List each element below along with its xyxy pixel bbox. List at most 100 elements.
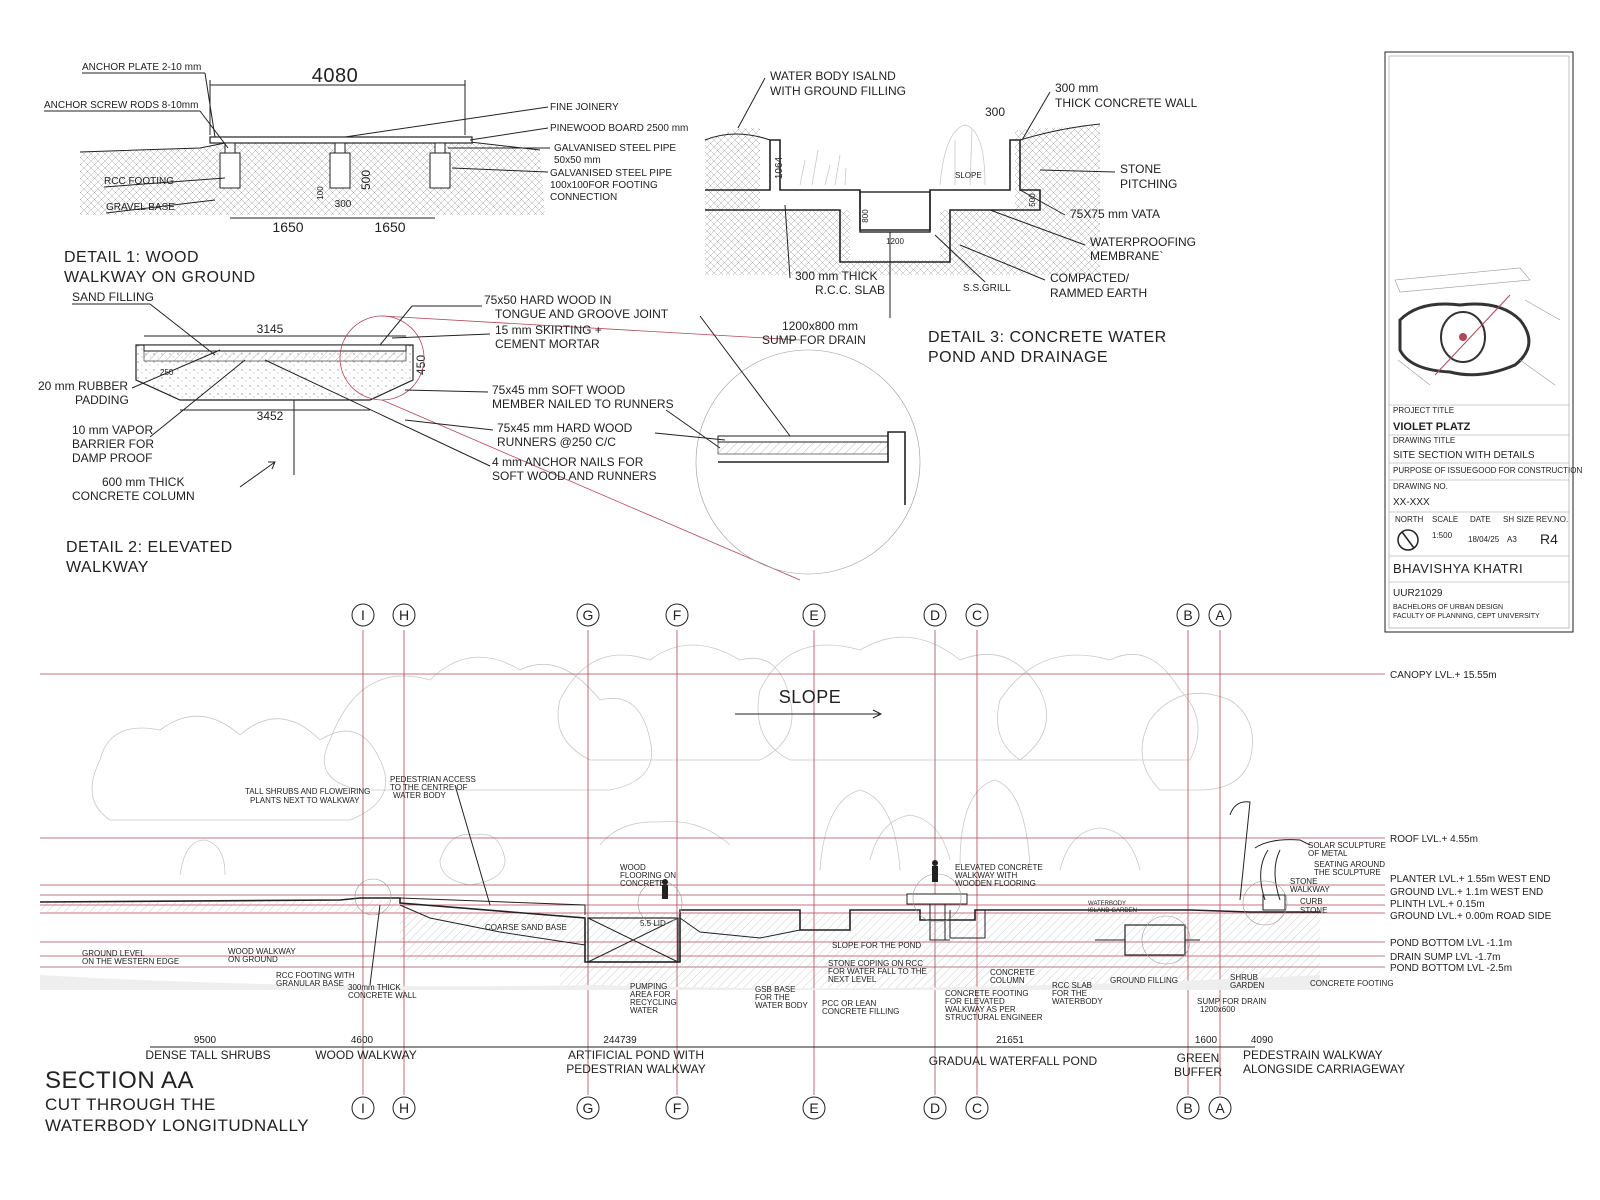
level-ground-road: GROUND LVL.+ 0.00m ROAD SIDE	[1390, 911, 1552, 922]
d3-label-island-a: WATER BODY ISALND	[770, 69, 896, 83]
tb-course: BACHELORS OF URBAN DESIGN	[1393, 604, 1503, 611]
d3-label-membrane-a: WATERPROOFING	[1090, 235, 1196, 249]
note-ground-west-a: GROUND LEVEL	[82, 949, 145, 958]
note-rcc-slab-b: FOR THE	[1052, 989, 1087, 998]
section-title-2: CUT THROUGH THE	[45, 1095, 216, 1114]
grid-bubbles-bottom: I H G F E D C B A	[351, 1096, 1232, 1120]
note-seating-a: SEATING AROUND	[1314, 860, 1385, 869]
note-concrete-wall-a: 300mm THICK	[348, 983, 401, 992]
d1-dim-span1: 1650	[272, 219, 303, 235]
zone-green-buffer-b: BUFFER	[1174, 1065, 1222, 1079]
grid-bottom-d: D	[930, 1100, 940, 1116]
note-ground-filling: GROUND FILLING	[1110, 976, 1178, 985]
d2-label-rubber-a: 20 mm RUBBER	[38, 379, 128, 393]
person-figure-1	[662, 879, 668, 899]
d3-label-slab-b: R.C.C. SLAB	[815, 283, 885, 297]
dim-21651: 21651	[996, 1035, 1024, 1046]
d2-label-vapor-c: DAMP PROOF	[72, 451, 152, 465]
d3-label-stone-a: STONE	[1120, 162, 1161, 176]
d2-label-nails-a: 4 mm ANCHOR NAILS FOR	[492, 455, 644, 469]
d1-label-galv2-b: 100x100FOR FOOTING	[550, 180, 658, 191]
note-wood-walkway-b: ON GROUND	[228, 955, 278, 964]
d1-label-pinewood: PINEWOOD BOARD 2500 mm	[550, 123, 688, 134]
d3-dim-500: 500	[1028, 193, 1037, 207]
dim-4090: 4090	[1251, 1035, 1274, 1046]
d2-label-hardwood-a: 75x50 HARD WOOD IN	[484, 293, 611, 307]
note-ped-access-c: WATER BODY	[393, 791, 447, 800]
d2-label-softwood-b: MEMBER NAILED TO RUNNERS	[492, 397, 674, 411]
d3-label-slab-a: 300 mm THICK	[795, 269, 877, 283]
note-coarse-sand: COARSE SAND BASE	[485, 923, 567, 932]
note-elevated-a: ELEVATED CONCRETE	[955, 863, 1043, 872]
d3-label-compacted-a: COMPACTED/	[1050, 271, 1130, 285]
d3-label-membrane-b: MEMBRANE`	[1090, 249, 1163, 263]
d2-dim-3452: 3452	[257, 409, 284, 423]
grid-top-g: G	[583, 607, 594, 623]
note-concrete-footing: CONCRETE FOOTING	[1310, 979, 1394, 988]
d1-dim-500: 500	[359, 170, 373, 190]
note-pumping-c: RECYCLING	[630, 998, 677, 1007]
section-aa: SLOPE I H G F E D C B A	[39, 603, 1552, 1135]
tb-faculty: FACULTY OF PLANNING, CEPT UNIVERSITY	[1393, 613, 1540, 620]
grid-top-h: H	[399, 607, 409, 623]
dim-1600: 1600	[1195, 1035, 1218, 1046]
d3-label-island-b: WITH GROUND FILLING	[770, 84, 906, 98]
tb-id: UUR21029	[1393, 588, 1443, 599]
d2-label-column-a: 600 mm THICK	[102, 475, 184, 489]
grid-top-i: I	[361, 607, 365, 623]
d2-dim-3145: 3145	[257, 322, 284, 336]
note-pcc-a: PCC OR LEAN	[822, 999, 876, 1008]
section-dimensions: 9500 4600 244739 21651 1600 4090	[150, 1035, 1274, 1048]
note-column-a: CONCRETE	[990, 968, 1035, 977]
level-planter: PLANTER LVL.+ 1.55m WEST END	[1390, 874, 1551, 885]
d1-label-anchor-screw: ANCHOR SCREW RODS 8-10mm	[44, 100, 198, 111]
dim-9500: 9500	[194, 1035, 217, 1046]
note-slope-pond: SLOPE FOR THE POND	[832, 941, 921, 950]
d3-label-compacted-b: RAMMED EARTH	[1050, 286, 1147, 300]
grid-top-e: E	[809, 607, 818, 623]
tb-purpose-label: PURPOSE OF ISSUE :	[1393, 466, 1476, 475]
d1-dim-top: 4080	[312, 65, 359, 87]
d3-dim-800: 800	[861, 209, 870, 223]
section-background-trees	[91, 636, 1253, 886]
section-slope-label: SLOPE	[779, 687, 842, 707]
d2-label-hardwood-b: TONGUE AND GROOVE JOINT	[495, 307, 669, 321]
d3-label-sump-b: SUMP FOR DRAIN	[762, 333, 866, 347]
section-grid-lines	[362, 630, 1221, 1095]
d2-label-skirting-a: 15 mm SKIRTING +	[495, 323, 602, 337]
tb-purpose: GOOD FOR CONSTRUCTION	[1472, 466, 1582, 475]
tb-rev: R4	[1540, 531, 1558, 547]
d1-dim-span2: 1650	[374, 219, 405, 235]
tb-north-label: NORTH	[1395, 515, 1424, 524]
d1-dim-100: 100	[316, 186, 325, 200]
note-wood-walkway-a: WOOD WALKWAY	[228, 947, 296, 956]
person-figure-2	[932, 860, 938, 882]
note-wood-floor-c: CONCRETE	[620, 879, 665, 888]
section-notes: TALL SHRUBS AND FLOWEIRING PLANTS NEXT T…	[82, 775, 1394, 1022]
d1-label-galv1-a: GALVANISED STEEL PIPE	[554, 143, 676, 154]
d2-label-softwood-a: 75x45 mm SOFT WOOD	[492, 383, 625, 397]
note-island-b: ISLAND GARDEN	[1088, 908, 1137, 914]
grid-bottom-b: B	[1183, 1100, 1192, 1116]
tb-project-title-label: PROJECT TITLE	[1393, 406, 1454, 415]
d1-label-galv1-b: 50x50 mm	[554, 155, 601, 166]
tb-drawing-no-label: DRAWING NO.	[1393, 482, 1448, 491]
note-rcc-footing-b: GRANULAR BASE	[276, 979, 344, 988]
note-stone: STONE	[1300, 906, 1327, 915]
d3-title-2: POND AND DRAINAGE	[928, 349, 1108, 366]
grid-bottom-f: F	[673, 1100, 682, 1116]
note-seating-b: THE SCULPTURE	[1314, 868, 1381, 877]
tb-size-label: SH SIZE	[1503, 515, 1534, 524]
note-ped-access-a: PEDESTRIAN ACCESS	[390, 775, 476, 784]
tb-scale: 1:500	[1432, 531, 1453, 540]
d3-plants	[799, 124, 986, 186]
grid-top-f: F	[673, 607, 682, 623]
note-solar-a: SOLAR SCULPTURE	[1308, 841, 1386, 850]
d1-label-anchor-plate: ANCHOR PLATE 2-10 mm	[82, 62, 201, 73]
zone-artificial-pond-a: ARTIFICIAL POND WITH	[568, 1048, 704, 1062]
note-shrub-b: GARDEN	[1230, 981, 1264, 990]
note-wood-floor-b: FLOORING ON	[620, 871, 676, 880]
note-elevated-b: WALKWAY WITH	[955, 871, 1017, 880]
title-block: PROJECT TITLE VIOLET PLATZ DRAWING TITLE…	[1384, 51, 1582, 633]
